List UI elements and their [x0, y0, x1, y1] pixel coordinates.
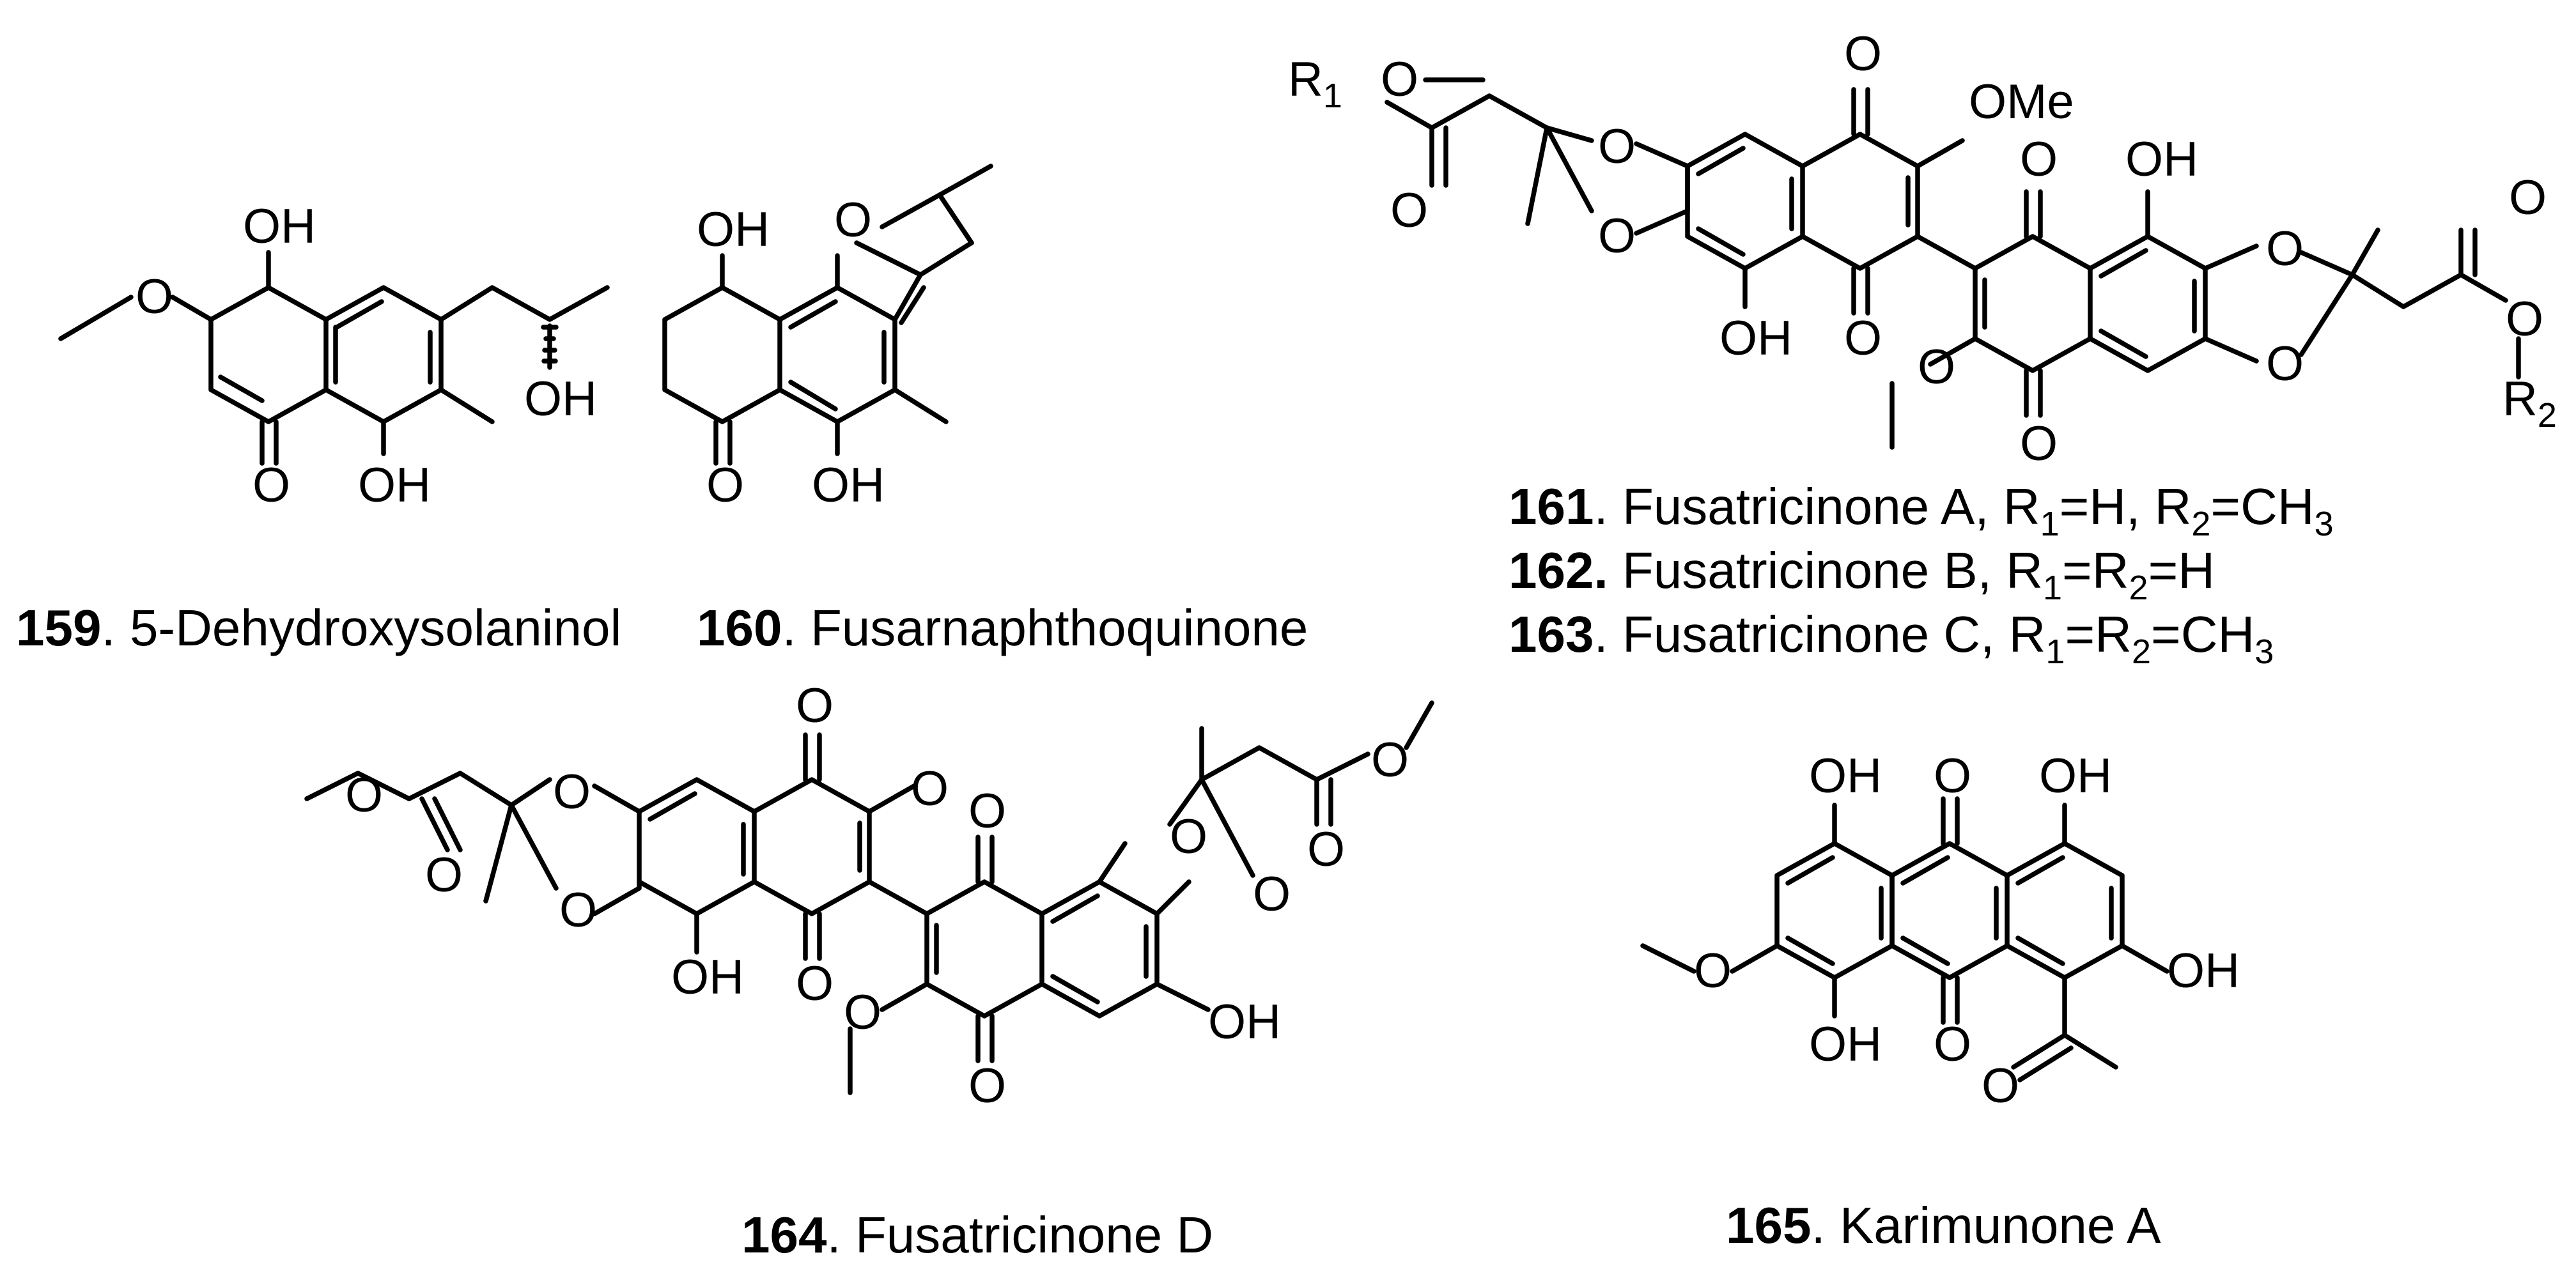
atom-o-159-methoxy: O [136, 270, 173, 324]
atom-oh-165-topleft: OH [1809, 749, 1882, 803]
atom-o-164-methoxy1: O [911, 762, 949, 816]
atom-o-164-ester1: O [345, 768, 383, 822]
caption-165: 165. Karimunone A [1726, 1197, 2161, 1254]
atom-o-164-q2bottom: O [968, 1059, 1006, 1113]
atom-ome-161: OMe [1969, 75, 2074, 129]
atom-o-161-diox1b: O [1598, 209, 1636, 263]
atom-o-164-q1bottom: O [796, 957, 834, 1011]
atom-o-160-bottom: O [706, 458, 744, 512]
atom-o-164-carbonyl2: O [1307, 822, 1345, 877]
atom-oh-159-side: OH [524, 372, 597, 426]
atom-r2: R2 [2502, 372, 2557, 435]
atom-oh-165-topright: OH [2039, 749, 2112, 803]
caption-163: 163. Fusatricinone C, R1=R2=CH3 [1509, 606, 2274, 671]
atom-oh-159-bottom: OH [358, 458, 431, 512]
caption-162: 162. Fusatricinone B, R1=R2=H [1509, 542, 2215, 607]
atom-o-164-diox1a: O [553, 765, 591, 819]
atom-o-165-top: O [1934, 749, 1971, 803]
atom-oh-165-right: OH [2167, 944, 2240, 998]
atom-o-164-methoxy2: O [844, 985, 881, 1040]
atom-o-161-diox2b: O [2266, 337, 2304, 391]
structure-160: OH O O OH [662, 164, 993, 512]
atom-r1: R1 [1288, 52, 1342, 115]
atom-o-164-ester2: O [1371, 733, 1409, 787]
atom-o-161-diox2a: O [2266, 222, 2304, 276]
atom-o-161-carbonyl1: O [1390, 183, 1428, 238]
atom-o-161-q1bottom: O [1844, 311, 1882, 366]
atom-o-161-q1top: O [1844, 27, 1882, 81]
atom-oh-164-right: OH [1208, 995, 1281, 1049]
atom-oh-165-bottomleft: OH [1809, 1017, 1882, 1072]
atom-oh-160-top: OH [697, 203, 770, 257]
caption-164: 164. Fusatricinone D [741, 1206, 1213, 1263]
atom-o-164-carbonyl1: O [425, 848, 463, 902]
atom-o-161-methoxy2: O [1918, 340, 1955, 394]
atom-o-164-q2top: O [968, 784, 1006, 838]
atom-o-161-q2bottom: O [2020, 417, 2058, 471]
structure-161: R1 O O O O O OMe OH O O OH O O O O O O R… [1288, 27, 2557, 471]
caption-160: 160. Fusarnaphthoquinone [697, 599, 1308, 656]
atom-o-161-carbonyl2: O [2509, 171, 2547, 225]
atom-oh-164-left: OH [671, 950, 744, 1005]
atom-o-160-furan: O [834, 193, 872, 247]
atom-o-161-ester1: O [1381, 52, 1418, 107]
atom-o-164-q1top: O [796, 679, 834, 733]
structure-164: O O O O O O OH O O O O OH O O O O [304, 679, 1434, 1113]
atom-oh-159-top: OH [243, 199, 316, 254]
atom-o-161-ester2: O [2506, 292, 2543, 346]
atom-o-165-acetyl: O [1982, 1059, 2019, 1113]
atom-o-165-bottom: O [1934, 1017, 1971, 1072]
caption-161: 161. Fusatricinone A, R1=H, R2=CH3 [1509, 478, 2334, 543]
atom-o-161-q2top: O [2020, 132, 2058, 187]
atom-o-165-methoxy: O [1694, 944, 1732, 998]
atom-o-164-diox2b: O [1253, 867, 1291, 921]
atom-oh-161-left: OH [1719, 311, 1792, 366]
atom-oh-161-right: OH [2125, 132, 2198, 187]
structure-159: OH O OH O OH [58, 199, 610, 512]
structure-165: OH O OH O OH OH O O [1640, 749, 2240, 1113]
atom-o-164-diox1b: O [559, 883, 597, 937]
caption-159: 159. 5-Dehydroxysolaninol [16, 599, 621, 656]
atom-o-159-bottom: O [252, 458, 290, 512]
atom-oh-160-bottom: OH [812, 458, 885, 512]
atom-o-161-diox1a: O [1598, 119, 1636, 174]
atom-o-164-diox2a: O [1170, 810, 1207, 864]
